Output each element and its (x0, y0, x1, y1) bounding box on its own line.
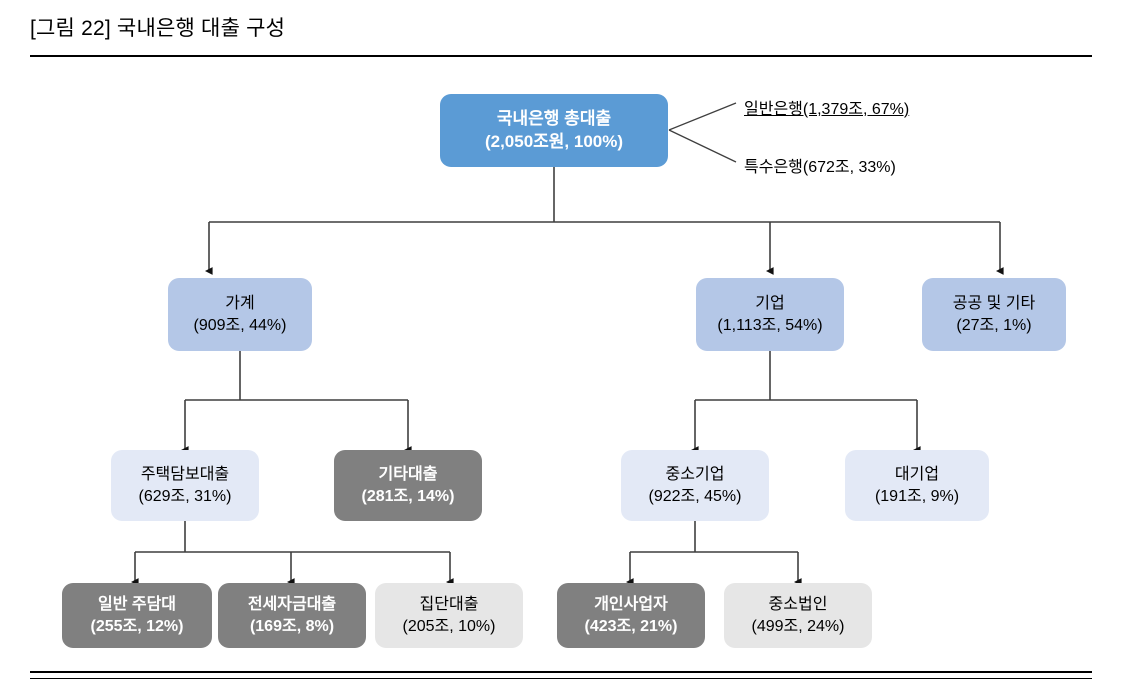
node-corporate[interactable]: 기업 (1,113조, 54%) (696, 278, 844, 351)
node-label: 대기업 (894, 466, 940, 484)
footer-divider-thin (30, 678, 1092, 679)
node-general-mortgage[interactable]: 일반 주담대 (255조, 12%) (62, 583, 212, 648)
node-label: 집단대출 (419, 596, 479, 614)
node-value: (169조, 8%) (249, 617, 335, 635)
node-value: (281조, 14%) (361, 487, 455, 505)
node-label: 전세자금대출 (247, 596, 337, 614)
node-label: 주택담보대출 (140, 466, 230, 484)
node-label: 가계 (225, 295, 255, 313)
wire-annot-commercial (668, 102, 737, 131)
header-divider (30, 55, 1092, 57)
node-sme-corporation[interactable]: 중소법인 (499조, 24%) (724, 583, 872, 648)
node-label: 개인사업자 (594, 596, 668, 614)
node-value: (255조, 12%) (90, 617, 184, 635)
node-sme[interactable]: 중소기업 (922조, 45%) (621, 450, 769, 521)
node-total-bank-loans[interactable]: 국내은행 총대출 (2,050조원, 100%) (440, 94, 668, 167)
node-sole-proprietor[interactable]: 개인사업자 (423조, 21%) (557, 583, 705, 648)
node-label: 일반 주담대 (97, 596, 177, 614)
node-label: 국내은행 총대출 (496, 109, 612, 129)
annotation-commercial-bank: 일반은행(1,379조, 67%) (744, 101, 910, 118)
node-value: (423조, 21%) (584, 617, 678, 635)
node-value: (2,050조원, 100%) (484, 131, 624, 151)
node-label: 공공 및 기타 (952, 295, 1036, 313)
node-value: (922조, 45%) (648, 487, 742, 505)
node-label: 중소법인 (768, 596, 828, 614)
node-public-and-other[interactable]: 공공 및 기타 (27조, 1%) (922, 278, 1066, 351)
annotation-specialized-bank: 특수은행(672조, 33%) (744, 159, 896, 176)
node-label: 중소기업 (665, 466, 725, 484)
node-jeonse-loan[interactable]: 전세자금대출 (169조, 8%) (218, 583, 366, 648)
node-value: (909조, 44%) (193, 316, 287, 334)
node-other-household-loan[interactable]: 기타대출 (281조, 14%) (334, 450, 482, 521)
node-value: (27조, 1%) (956, 316, 1032, 334)
node-large-corporate[interactable]: 대기업 (191조, 9%) (845, 450, 989, 521)
footer-divider-thick (30, 671, 1092, 673)
node-group-loan[interactable]: 집단대출 (205조, 10%) (375, 583, 523, 648)
node-value: (205조, 10%) (402, 617, 496, 635)
node-value: (629조, 31%) (138, 487, 232, 505)
node-value: (191조, 9%) (874, 487, 960, 505)
node-label: 기타대출 (378, 466, 438, 484)
wire-annot-specialized (668, 129, 737, 163)
page-title: [그림 22] 국내은행 대출 구성 (30, 17, 286, 40)
node-mortgage-loan[interactable]: 주택담보대출 (629조, 31%) (111, 450, 259, 521)
node-value: (499조, 24%) (751, 617, 845, 635)
node-label: 기업 (755, 295, 785, 313)
node-household[interactable]: 가계 (909조, 44%) (168, 278, 312, 351)
node-value: (1,113조, 54%) (717, 316, 823, 334)
